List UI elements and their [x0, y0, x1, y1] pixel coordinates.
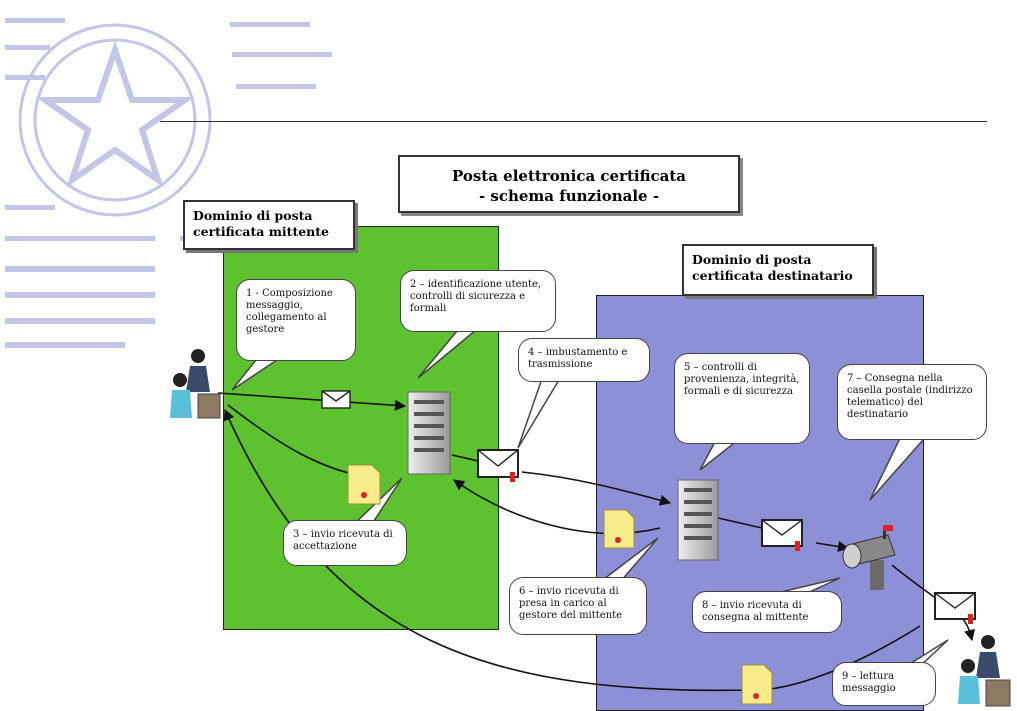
title-line-2: - schema funzionale -	[478, 187, 660, 205]
recipient-domain-label-line1: Dominio di posta	[692, 252, 812, 267]
sender-domain-label: Dominio di posta certificata mittente	[183, 200, 355, 250]
user-icon	[170, 349, 221, 419]
step-9-bubble: 9 – lettura messaggio	[832, 662, 936, 706]
user-icon	[958, 635, 1011, 707]
envelope-icon	[934, 592, 976, 624]
server-icon	[407, 391, 451, 475]
server-icon	[677, 479, 719, 561]
step-1-bubble: 1 - Composizione messaggio, collegamento…	[236, 279, 356, 361]
step-4-bubble: 4 – imbustamento e trasmissione	[518, 338, 650, 382]
step-2-bubble: 2 – identificazione utente, controlli di…	[400, 270, 556, 332]
recipient-domain-label: Dominio di posta certificata destinatari…	[682, 244, 874, 296]
step-8-bubble: 8 – invio ricevuta di consegna al mitten…	[692, 591, 842, 633]
step-5-bubble: 5 – controlli di provenienza, integrità,…	[674, 353, 810, 444]
title-line-1: Posta elettronica certificata	[451, 167, 687, 185]
step-6-bubble: 6 – invio ricevuta di presa in carico al…	[509, 577, 647, 635]
recipient-domain-label-line2: certificata destinatario	[692, 268, 853, 283]
step-7-bubble: 7 – Consegna nella casella postale (indi…	[837, 364, 987, 440]
mailbox-icon	[842, 525, 896, 590]
envelope-icon	[477, 449, 519, 482]
receipt-icon	[603, 509, 635, 549]
header-rule	[160, 121, 987, 122]
receipt-icon	[741, 664, 773, 705]
step-3-bubble: 3 – invio ricevuta di accettazione	[283, 520, 407, 566]
receipt-icon	[347, 464, 381, 505]
diagram-title: Posta elettronica certificata - schema f…	[398, 155, 740, 213]
envelope-icon	[761, 519, 803, 551]
envelope-icon	[321, 390, 351, 409]
sender-domain-label-line2: certificata mittente	[193, 224, 329, 239]
sender-domain-label-line1: Dominio di posta	[193, 208, 313, 223]
